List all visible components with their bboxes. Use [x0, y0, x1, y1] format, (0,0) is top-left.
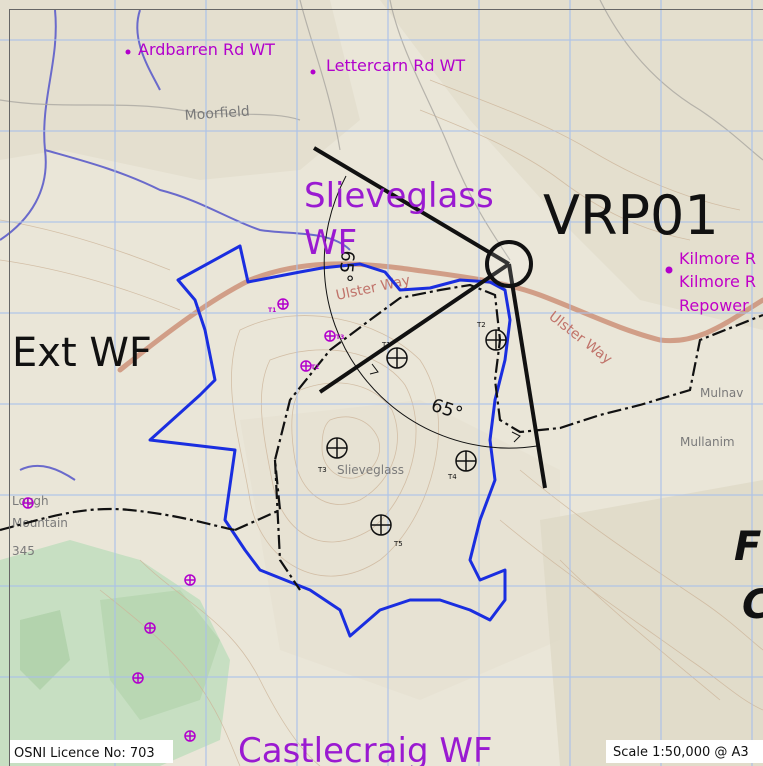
other-wf-turbine-labels: T1 T2 T3: [268, 307, 344, 371]
turbine-label-t3: T3: [317, 466, 327, 474]
turbine-t4[interactable]: [455, 450, 477, 472]
turbine-t3[interactable]: [326, 437, 348, 459]
contour-lines: [0, 79, 763, 766]
cut-label-2: C: [742, 582, 763, 628]
sightline-s: [507, 263, 547, 489]
castlecraig-turbine-4: [184, 730, 196, 742]
slieveglass-turbine-2: [300, 360, 312, 372]
turbine-label-t1: T1: [381, 341, 391, 349]
kilmore-marker: [665, 266, 673, 274]
site-boundary: [148, 244, 512, 638]
cut-label-1: F: [734, 524, 761, 570]
rivers: [0, 9, 351, 481]
place-mountain-b: Mountain: [12, 516, 68, 530]
place-mountain-a: Lough: [12, 494, 49, 508]
turbine-label-t2: T2: [476, 321, 486, 329]
wf-point-markers: [125, 49, 673, 274]
lettercarn-marker: [310, 69, 316, 75]
tracks: [0, 0, 763, 261]
castlecraig-label: Castlecraig WF: [238, 731, 493, 766]
slieveglass-turbine-1: [277, 298, 289, 310]
turbine-t5[interactable]: [370, 514, 392, 536]
place-mulnav: Mulnav: [700, 386, 743, 400]
ardbarren-marker: [125, 49, 131, 55]
slieveglass-label-2: WF: [304, 223, 357, 263]
turbine-label-t5: T5: [393, 540, 403, 548]
ext-turbine-1: [22, 497, 34, 509]
sightline-sw: [318, 262, 511, 394]
turbine-t1[interactable]: [386, 347, 408, 369]
kilmore-label-3: Repower: [679, 296, 749, 315]
scale-text: Scale 1:50,000 @ A3: [613, 745, 749, 760]
proposed-turbines: [326, 329, 507, 536]
angle-arrow-b: [511, 431, 521, 443]
angle-arc: [323, 175, 538, 449]
sightline-nw: [312, 146, 511, 266]
turbine-t2[interactable]: [485, 329, 507, 351]
slieveglass-label-t2: T2: [311, 364, 319, 371]
viewpoint-marker[interactable]: [485, 240, 533, 288]
map-frame: [9, 9, 763, 766]
ulster-way-road: [117, 261, 763, 373]
slieveglass-label-t1: T1: [268, 307, 276, 314]
viewpoint-sightlines: [312, 146, 547, 489]
lettercarn-label: Lettercarn Rd WT: [326, 56, 465, 75]
place-slieveglass: Slieveglass: [337, 463, 404, 477]
kilmore-label-1: Kilmore R: [679, 249, 756, 268]
turbine-label-t4: T4: [447, 473, 457, 481]
windfarm-labels: Ardbarren Rd WT Lettercarn Rd WT Slieveg…: [12, 40, 763, 766]
other-wf-turbines: [22, 298, 336, 742]
slieveglass-label-1: Slieveglass: [304, 176, 494, 216]
place-height: 345: [12, 544, 35, 558]
footer: OSNI Licence No: 703 Scale 1:50,000 @ A3: [9, 740, 763, 763]
kilmore-label-2: Kilmore R: [679, 272, 756, 291]
ext-wf-label: Ext WF: [12, 330, 152, 376]
angle-arrow-a: [369, 363, 379, 375]
ardbarren-label: Ardbarren Rd WT: [138, 40, 275, 59]
turbine-labels: T1 T2 T3 T4 T5: [317, 321, 486, 548]
viewpoint-label: VRP01: [543, 184, 719, 247]
scale-box: [606, 740, 763, 763]
place-moorfield: Moorfield: [184, 103, 250, 124]
angle-label-a: 65°: [334, 250, 358, 284]
slieveglass-label-t3: T3: [336, 334, 344, 341]
castlecraig-turbine-3: [132, 672, 144, 684]
slieveglass-turbine-3: [324, 330, 336, 342]
castlecraig-turbine-2: [144, 622, 156, 634]
castlecraig-turbine-1: [184, 574, 196, 586]
place-mullanim: Mullanim: [680, 435, 735, 449]
dash-dot-boundary: [0, 283, 763, 591]
licence-text: OSNI Licence No: 703: [14, 746, 155, 761]
licence-box: [9, 740, 173, 763]
